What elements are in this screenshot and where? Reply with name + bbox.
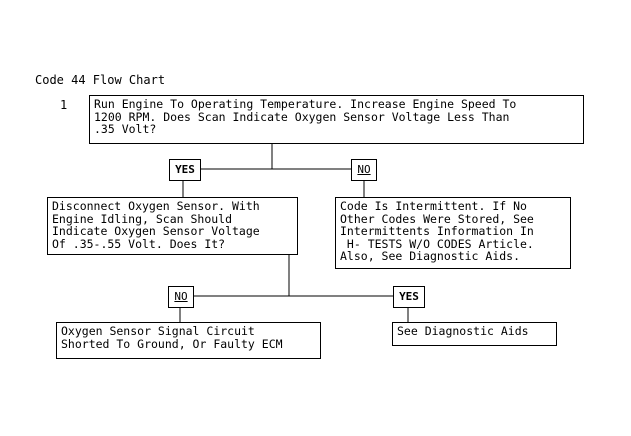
no-label-1: NO	[351, 159, 377, 181]
yes-label-1: YES	[169, 159, 201, 181]
step-number: 1	[60, 98, 68, 112]
no-label-2-text: NO	[174, 290, 188, 303]
chart-title: Code 44 Flow Chart	[35, 73, 166, 87]
disconnect-sensor-box: Disconnect Oxygen Sensor. With Engine Id…	[47, 197, 298, 255]
intermittent-box: Code Is Intermittent. If No Other Codes …	[335, 197, 571, 269]
no-label-2: NO	[168, 286, 194, 308]
no-label-1-text: NO	[357, 163, 371, 176]
yes-label-2: YES	[393, 286, 425, 308]
diagnostic-aids-box: See Diagnostic Aids	[392, 322, 557, 346]
start-box: Run Engine To Operating Temperature. Inc…	[89, 95, 584, 144]
shorted-ground-box: Oxygen Sensor Signal Circuit Shorted To …	[56, 322, 321, 359]
